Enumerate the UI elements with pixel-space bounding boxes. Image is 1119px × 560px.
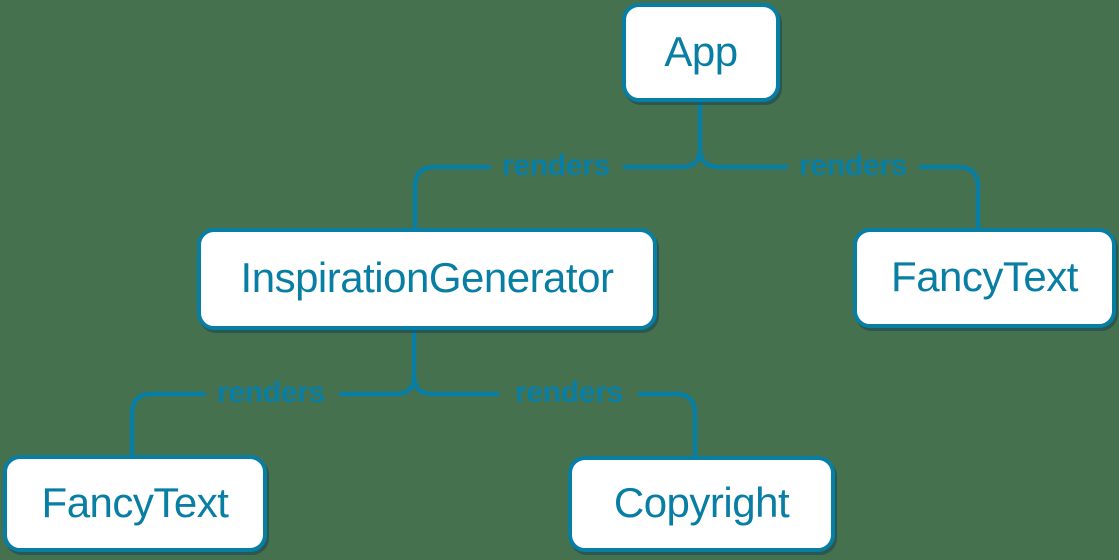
edge-line [918, 164, 981, 230]
edge-line [129, 391, 207, 457]
edge-label-renders: renders [217, 375, 325, 409]
node-fancy-text-top: FancyText [853, 228, 1116, 328]
node-fancy-text-bottom: FancyText [3, 455, 267, 552]
edge-app-to-fancy-text [697, 146, 981, 230]
edge-label-renders: renders [502, 148, 610, 182]
edge-line [411, 373, 500, 397]
edge-line [622, 100, 703, 170]
node-label: FancyText [41, 478, 229, 526]
edge-label-renders: renders [515, 375, 623, 409]
node-app: App [622, 3, 780, 102]
edge-line [697, 146, 789, 170]
node-label: InspirationGenerator [240, 254, 614, 301]
edge-label-renders: renders [799, 148, 907, 182]
node-label: Copyright [613, 479, 790, 526]
edge-inspiration-generator-to-copyright [411, 373, 698, 458]
node-inspiration-generator: InspirationGenerator [197, 228, 657, 330]
edge-line [412, 164, 492, 230]
node-copyright: Copyright [568, 456, 835, 552]
node-label: App [664, 27, 738, 75]
node-label: FancyText [891, 253, 1078, 300]
edge-line [338, 328, 417, 397]
edge-line [637, 391, 698, 458]
